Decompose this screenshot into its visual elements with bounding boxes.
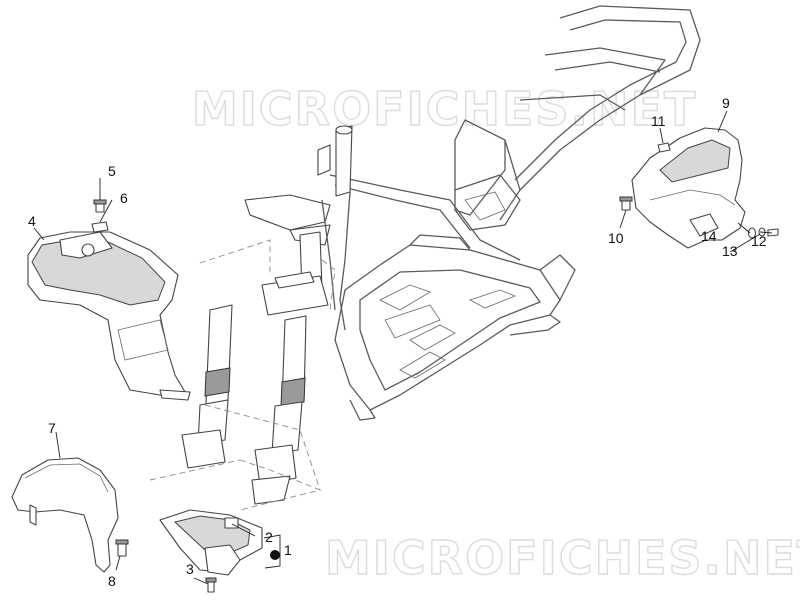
callout-4: 4 [28,213,36,229]
callout-1: 1 [284,542,292,558]
callout-13: 13 [722,243,738,259]
callout-8: 8 [108,573,116,589]
watermark-top: MICROFICHES.NET [192,82,697,136]
part-front-mudguard [11,457,129,573]
callout-12: 12 [751,233,767,249]
callout-3: 3 [186,561,194,577]
callout-11: 11 [651,113,666,129]
callout-7: 7 [48,420,56,436]
leader-lines [33,110,773,585]
part-rear-mudguard [619,127,779,249]
callout-9: 9 [722,95,730,111]
callout-2: 2 [265,529,273,545]
watermark-bottom: MICROFICHES.NET [325,531,800,585]
callout-6: 6 [120,190,128,206]
part-inner-shield [27,199,191,401]
part-mudguard-bracket [159,509,263,593]
callout-10: 10 [608,230,624,246]
callout-labels: 1 2 3 4 5 6 7 8 9 10 11 12 13 14 [28,95,767,589]
callout-14: 14 [701,228,717,244]
scooter-frame [329,5,701,421]
callout-5: 5 [108,163,116,179]
callout-dot-1 [270,550,280,560]
front-fork-assembly [149,125,353,511]
